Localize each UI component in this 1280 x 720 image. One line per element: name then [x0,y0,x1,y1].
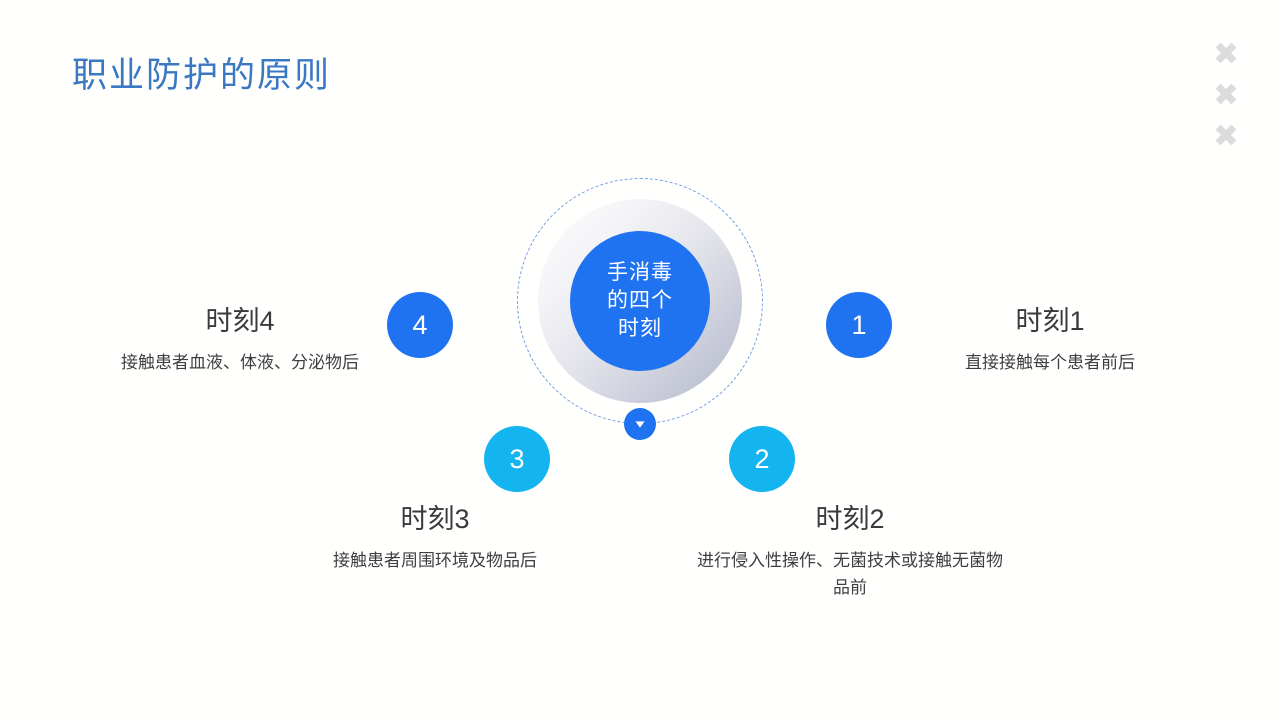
node-circle-2[interactable]: 2 [729,426,795,492]
item-title-2: 时刻2 [815,504,885,534]
item-desc-2: 进行侵入性操作、无菌技术或接触无菌物品前 [697,551,1003,597]
node-circle-1[interactable]: 1 [826,292,892,358]
node-circle-4[interactable]: 4 [387,292,453,358]
item-block-2: 时刻2 进行侵入性操作、无菌技术或接触无菌物品前 [670,500,1030,601]
node-number-1: 1 [851,309,867,340]
item-desc-1: 直接接触每个患者前后 [965,353,1135,372]
item-title-4: 时刻4 [205,306,275,336]
cross-icon [1213,40,1239,66]
node-number-3: 3 [509,443,525,474]
hub-marker-button[interactable] [624,408,656,440]
node-circle-3[interactable]: 3 [484,426,550,492]
item-title-3: 时刻3 [400,504,470,534]
page-title: 职业防护的原则 [72,56,332,95]
item-block-3: 时刻3 接触患者周围环境及物品后 [255,500,615,574]
item-desc-4: 接触患者血液、体液、分泌物后 [121,353,359,372]
cross-icon [1213,81,1239,107]
hub-core-label: 手消毒 的四个 时刻 [607,261,673,340]
cross-icon [1213,122,1239,148]
triangle-down-icon [633,417,647,431]
node-number-4: 4 [412,309,428,340]
item-block-4: 时刻4 接触患者血液、体液、分泌物后 [60,302,420,376]
item-desc-3: 接触患者周围环境及物品后 [333,551,537,570]
node-number-2: 2 [754,443,770,474]
item-block-1: 时刻1 直接接触每个患者前后 [870,302,1230,376]
item-title-1: 时刻1 [1015,306,1085,336]
hub-core-circle: 手消毒 的四个 时刻 [570,231,710,371]
